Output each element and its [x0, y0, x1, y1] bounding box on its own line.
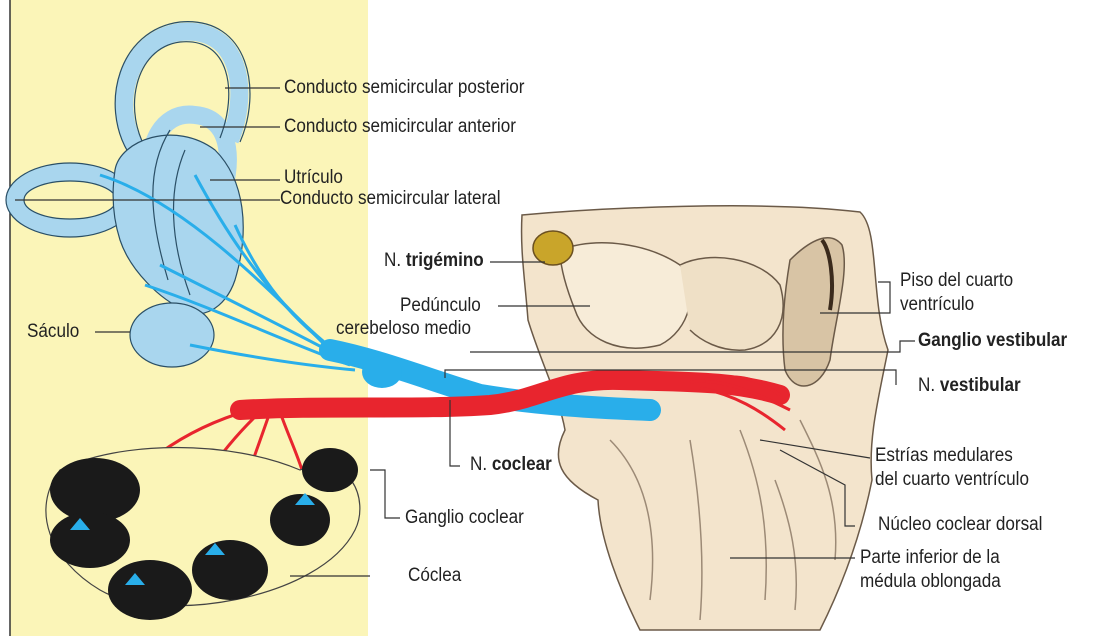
- label-fourth-ventricle-floor-line2: ventrículo: [900, 294, 974, 316]
- label-cochlea: Cóclea: [408, 565, 461, 587]
- label-medullary-striae-line2: del cuarto ventrículo: [875, 469, 1029, 491]
- vestibular-ganglion-swelling: [362, 356, 402, 388]
- label-vestibular-ganglion: Ganglio vestibular: [918, 330, 1067, 352]
- brainstem-illustration: [522, 206, 888, 630]
- label-medullary-striae-line1: Estrías medulares: [875, 445, 1013, 467]
- label-cochlear-nerve: N. coclear: [470, 454, 552, 476]
- label-saccule: Sáculo: [27, 321, 79, 343]
- label-peduncle-line2: cerebeloso medio: [336, 318, 471, 340]
- label-semicircular-anterior: Conducto semicircular anterior: [284, 116, 516, 138]
- label-cochlear-ganglion: Ganglio coclear: [405, 507, 524, 529]
- label-utricle: Utrículo: [284, 167, 343, 189]
- label-lower-medulla-line1: Parte inferior de la: [860, 547, 1000, 569]
- saccule-body: [130, 303, 214, 367]
- label-semicircular-lateral: Conducto semicircular lateral: [280, 188, 501, 210]
- label-peduncle-line1: Pedúnculo: [400, 295, 481, 317]
- label-semicircular-posterior: Conducto semicircular posterior: [284, 77, 524, 99]
- trigeminal-nerve-stump: [533, 231, 573, 265]
- label-lower-medulla-line2: médula oblongada: [860, 571, 1001, 593]
- label-vestibular-nerve: N. vestibular: [918, 375, 1021, 397]
- label-trigeminal-nerve: N. trigémino: [384, 250, 484, 272]
- label-dorsal-cochlear-nucleus: Núcleo coclear dorsal: [878, 514, 1042, 536]
- label-fourth-ventricle-floor-line1: Piso del cuarto: [900, 270, 1013, 292]
